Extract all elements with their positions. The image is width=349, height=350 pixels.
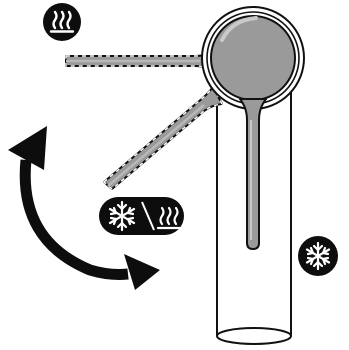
- arrow-head-top: [8, 126, 47, 170]
- rotate-arrow: [8, 126, 160, 290]
- snowflake-icon-badge: [298, 236, 338, 276]
- thermometer-stem: [239, 98, 267, 250]
- arm-diagonal: [102, 85, 224, 190]
- thermometer-bulb: [201, 6, 305, 110]
- snowflake-icon: [108, 200, 136, 232]
- arm-horizontal: [65, 48, 215, 74]
- tube-bottom-rim: [216, 327, 292, 345]
- heat-icon: [156, 206, 182, 230]
- heat-icon-badge: [43, 3, 81, 41]
- cold-hot-badge: [99, 197, 184, 235]
- tube: [216, 80, 292, 345]
- snowflake-icon: [305, 241, 331, 271]
- heat-icon: [49, 10, 75, 33]
- arrow-head-bottom: [124, 254, 160, 290]
- badge-divider: [141, 201, 155, 231]
